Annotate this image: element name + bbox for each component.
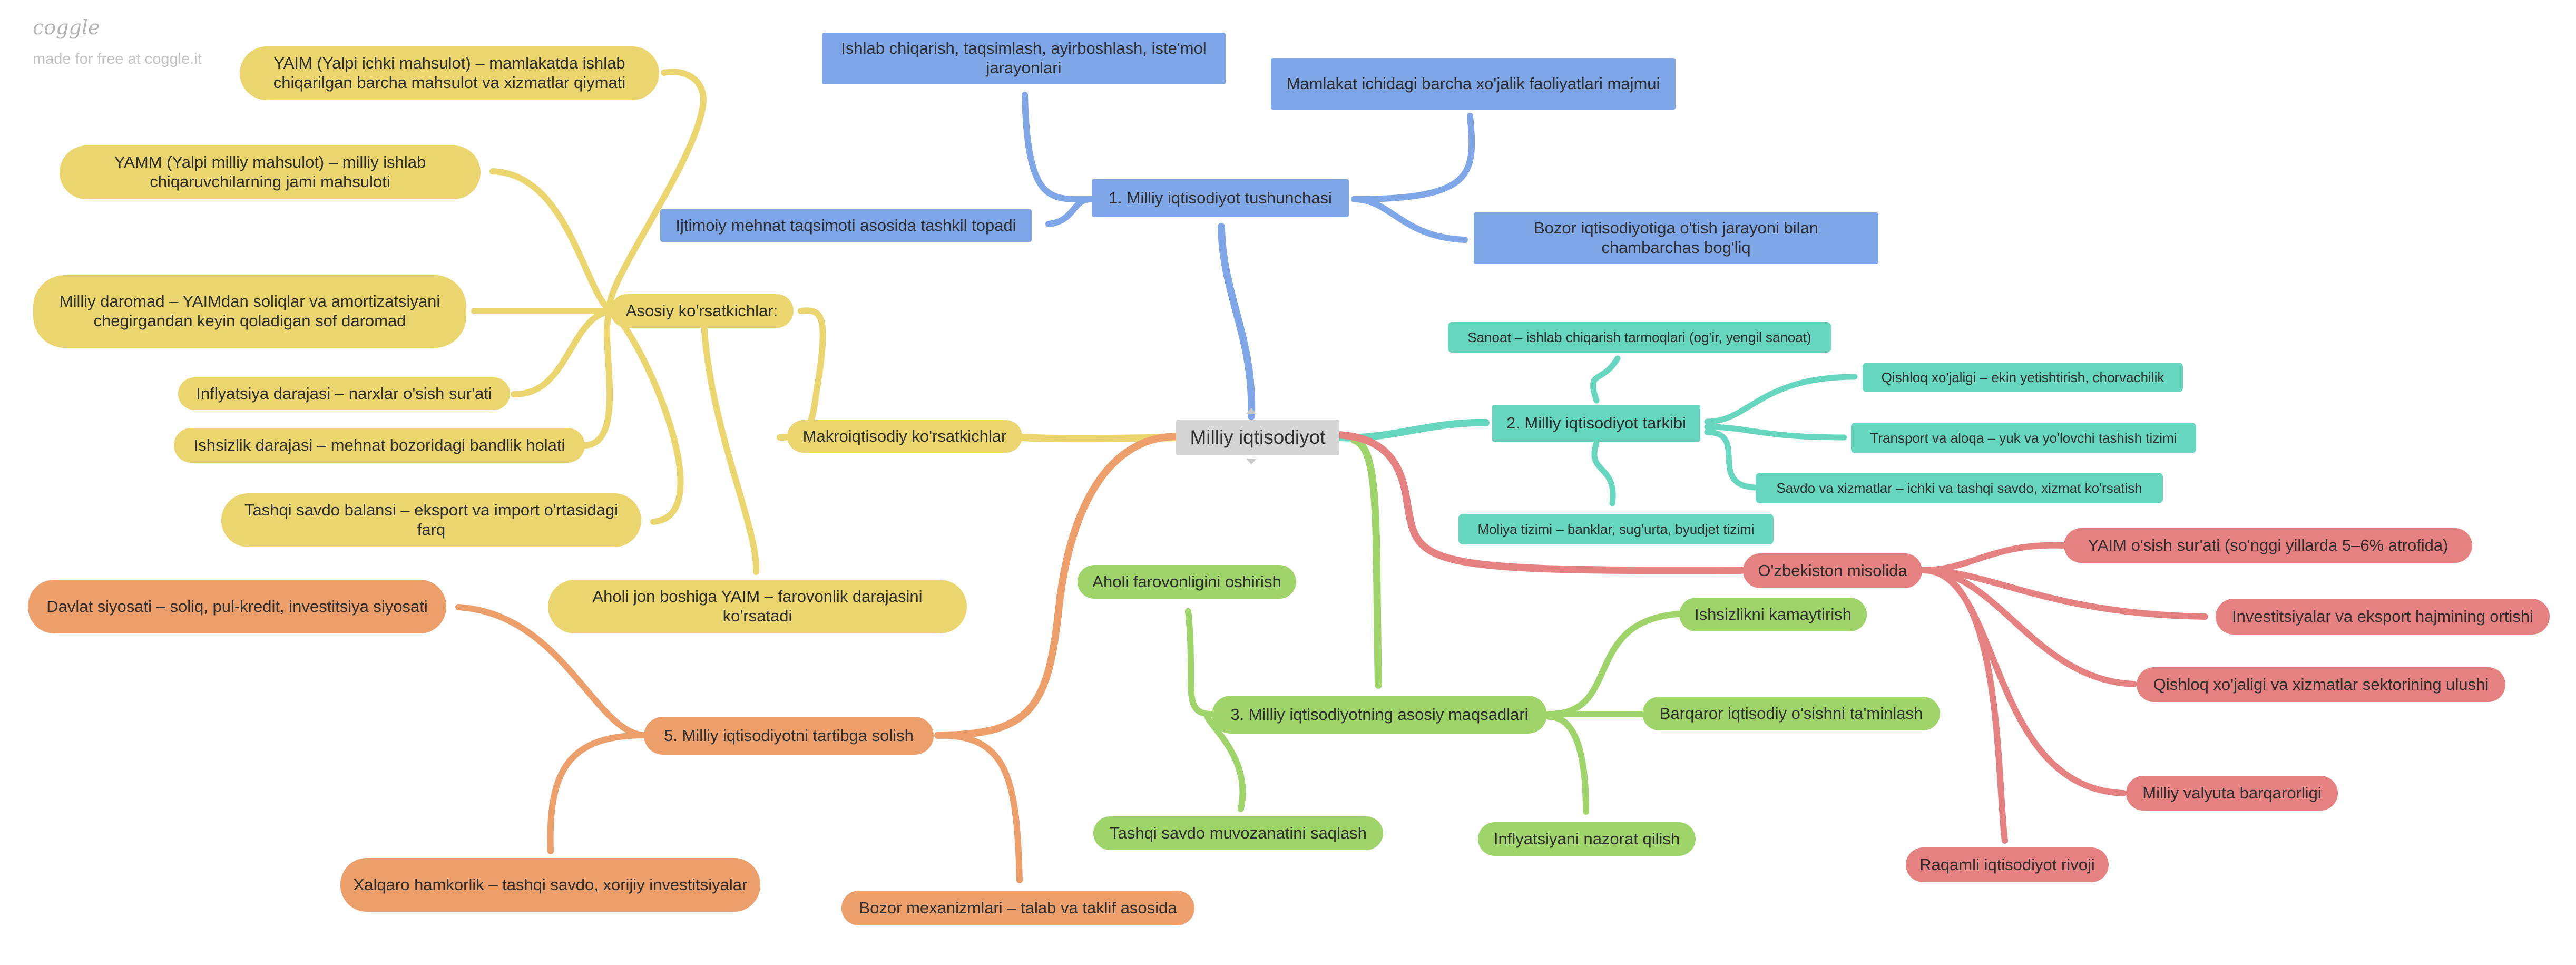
connector-red-c3 (1920, 567, 2137, 687)
yellow-subtopic-heading[interactable]: Asosiy ko'rsatkichlar: (610, 294, 794, 328)
teal-subtopic-1[interactable]: Sanoat – ishlab chiqarish tarmoqlari (og… (1448, 322, 1831, 353)
yellow-indicator-7[interactable]: Aholi jon boshiga YAIM – farovonlik dara… (548, 580, 967, 633)
yellow-indicator-6[interactable]: Tashqi savdo balansi – eksport va import… (221, 493, 641, 547)
blue-main-topic[interactable]: 1. Milliy iqtisodiyot tushunchasi (1092, 179, 1349, 217)
connector-teal-c3 (1704, 424, 1847, 441)
connector-yellow-c6 (608, 308, 684, 525)
green-goal-2[interactable]: Tashqi savdo muvozanatini saqlash (1093, 816, 1383, 850)
yellow-indicator-5[interactable]: Ishsizlik darajasi – mehnat bozoridagi b… (174, 428, 585, 463)
connector-orange-c2 (547, 732, 649, 854)
connector-yellow-sub (777, 307, 826, 441)
teal-subtopic-3[interactable]: Transport va aloqa – yuk va yo'lovchi ta… (1851, 423, 2196, 453)
connector-green-c1 (1185, 608, 1215, 717)
connector-yellow-c2 (489, 168, 614, 314)
yellow-main-topic[interactable]: Makroiqtisodiy ko'rsatkichlar (787, 420, 1022, 453)
teal-subtopic-2[interactable]: Qishloq xo'jaligi – ekin yetishtirish, c… (1863, 363, 2183, 392)
connector-teal-c4 (1704, 429, 1758, 491)
connector-yellow-c5 (579, 308, 614, 449)
connector-yellow-c1 (606, 69, 707, 314)
coggle-tagline[interactable]: made for free at coggle.it (33, 51, 202, 67)
connector-green-c2 (1204, 711, 1246, 812)
connector-red-c1 (1920, 542, 2066, 573)
yellow-indicator-1[interactable]: YAIM (Yalpi ichki mahsulot) – mamlakatda… (240, 46, 659, 100)
central-topic[interactable]: Milliy iqtisodiyot (1176, 420, 1339, 455)
connector-center-red (1335, 431, 1745, 574)
blue-subtopic-1[interactable]: Ishlab chiqarish, taqsimlash, ayirboshla… (822, 33, 1226, 84)
connector-green-c3 (1546, 611, 1681, 717)
connector-blue-c4 (1351, 196, 1468, 243)
teal-subtopic-5[interactable]: Moliya tizimi – banklar, sug'urta, byudj… (1458, 514, 1774, 544)
red-example-2[interactable]: Investitsiyalar va eksport hajmining ort… (2216, 599, 2550, 635)
connector-teal-c2 (1704, 374, 1858, 425)
connector-yellow-c4 (511, 308, 614, 398)
orange-subtopic-3[interactable]: Bozor mexanizmlari – talab va taklif aso… (841, 891, 1194, 925)
connector-center-green (1350, 436, 1382, 689)
connector-yellow-c7 (700, 308, 760, 575)
center-expand-handle-bottom (1246, 459, 1257, 464)
orange-subtopic-2[interactable]: Xalqaro hamkorlik – tashqi savdo, xoriji… (340, 858, 760, 912)
connector-blue-c2 (1351, 113, 1475, 202)
blue-subtopic-4[interactable]: Bozor iqtisodiyotiga o'tish jarayoni bil… (1474, 212, 1878, 264)
connector-blue-c1 (1022, 92, 1094, 203)
red-main-topic[interactable]: O'zbekiston misolida (1743, 553, 1922, 588)
green-goal-5[interactable]: Inflyatsiyani nazorat qilish (1478, 822, 1696, 856)
connector-teal-c5 (1591, 440, 1616, 506)
connector-green-c5 (1546, 714, 1589, 815)
teal-main-topic[interactable]: 2. Milliy iqtisodiyot tarkibi (1492, 405, 1700, 442)
center-expand-handle-top (1246, 408, 1257, 414)
connector-orange-c1 (455, 604, 649, 738)
coggle-logo[interactable]: coggle (33, 16, 100, 39)
connector-center-orange (934, 433, 1181, 739)
teal-subtopic-4[interactable]: Savdo va xizmatlar – ichki va tashqi sav… (1756, 473, 2163, 503)
connector-red-c5 (1920, 567, 2008, 844)
connector-blue-c3 (1045, 196, 1094, 227)
yellow-indicator-4[interactable]: Inflyatsiya darajasi – narxlar o'sish su… (178, 377, 510, 410)
yellow-indicator-3[interactable]: Milliy daromad – YAIMdan soliqlar va amo… (33, 275, 466, 348)
red-example-5[interactable]: Raqamli iqtisodiyot rivoji (1906, 847, 2109, 882)
green-goal-4[interactable]: Barqaror iqtisodiy o'sishni ta'minlash (1642, 697, 1940, 730)
green-main-topic[interactable]: 3. Milliy iqtisodiyotning asosiy maqsadl… (1212, 696, 1547, 734)
blue-subtopic-3[interactable]: Ijtimoiy mehnat taqsimoti asosida tashki… (660, 209, 1032, 242)
orange-main-topic[interactable]: 5. Milliy iqtisodiyotni tartibga solish (644, 717, 934, 755)
connector-teal-c1 (1590, 355, 1621, 404)
orange-subtopic-1[interactable]: Davlat siyosati – soliq, pul-kredit, inv… (28, 580, 446, 633)
red-example-1[interactable]: YAIM o'sish sur'ati (so'nggi yillarda 5–… (2064, 528, 2472, 563)
yellow-indicator-2[interactable]: YAMM (Yalpi milliy mahsulot) – milliy is… (60, 145, 481, 199)
green-goal-1[interactable]: Aholi farovonligini oshirish (1078, 565, 1296, 599)
blue-subtopic-2[interactable]: Mamlakat ichidagi barcha xo'jalik faoliy… (1271, 58, 1676, 110)
red-example-3[interactable]: Qishloq xo'jaligi va xizmatlar sektorini… (2137, 667, 2505, 702)
connector-center-blue (1218, 223, 1256, 420)
connector-orange-c3 (935, 732, 1023, 883)
red-example-4[interactable]: Milliy valyuta barqarorligi (2126, 776, 2338, 811)
green-goal-3[interactable]: Ishsizlikni kamaytirish (1679, 598, 1867, 631)
